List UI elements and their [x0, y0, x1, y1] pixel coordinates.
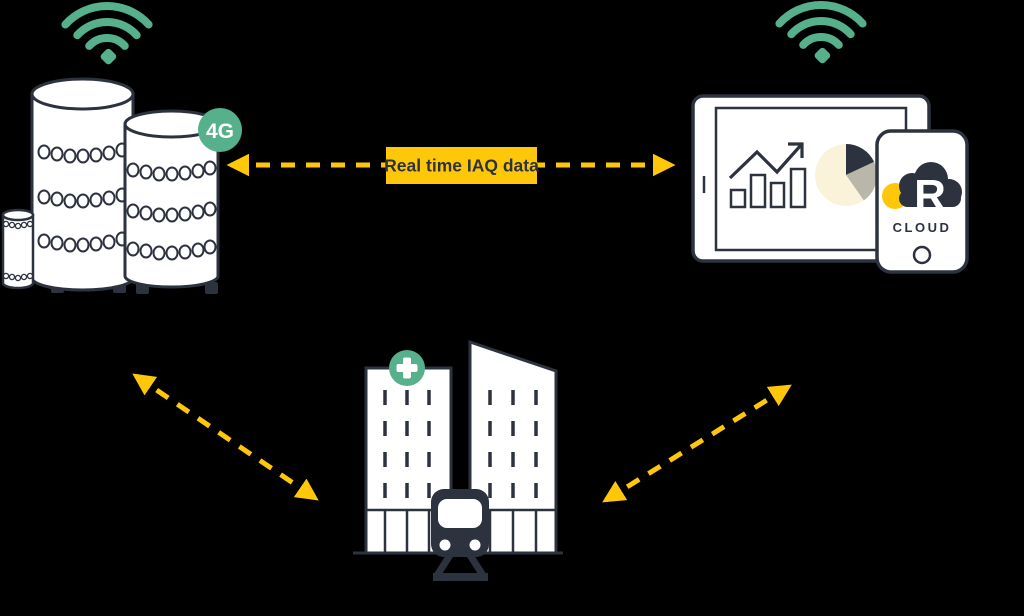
medical-cross-badge	[389, 350, 425, 386]
data-label-box	[386, 147, 537, 184]
cloud-logo-text: CLOUD	[893, 220, 952, 235]
data-flow-line-left	[132, 373, 319, 501]
sensor-devices-group: 4G	[1, 6, 242, 294]
home-button-icon	[912, 245, 932, 265]
data-flow-line-right	[602, 384, 792, 503]
4g-badge-circle	[198, 108, 242, 152]
trend-arrow-icon	[728, 142, 804, 180]
dashboard-devices-group: R CLOUD	[691, 5, 969, 274]
buildings-group	[353, 339, 563, 581]
cloud-logo-letter: R	[914, 171, 946, 220]
medical-cross-icon	[396, 357, 418, 379]
bar-chart-icon	[729, 167, 807, 209]
tablet	[691, 94, 931, 263]
cloud-icon	[899, 162, 962, 207]
realtime-data-connector: Real time IAQ data	[226, 147, 676, 184]
sensor-cylinder-small	[1, 208, 35, 290]
pie-chart-icon	[815, 144, 878, 206]
train-icon	[431, 489, 489, 581]
data-label-text: Real time IAQ data	[384, 156, 539, 176]
device-foot	[205, 282, 218, 294]
phone: R CLOUD	[875, 129, 969, 274]
4g-badge-label: 4G	[206, 120, 234, 143]
sensor-cylinder-medium	[123, 109, 220, 289]
4g-badge: 4G	[198, 108, 242, 152]
sensor-cylinder-large	[30, 77, 135, 292]
cloud-logo: R CLOUD	[882, 162, 962, 235]
